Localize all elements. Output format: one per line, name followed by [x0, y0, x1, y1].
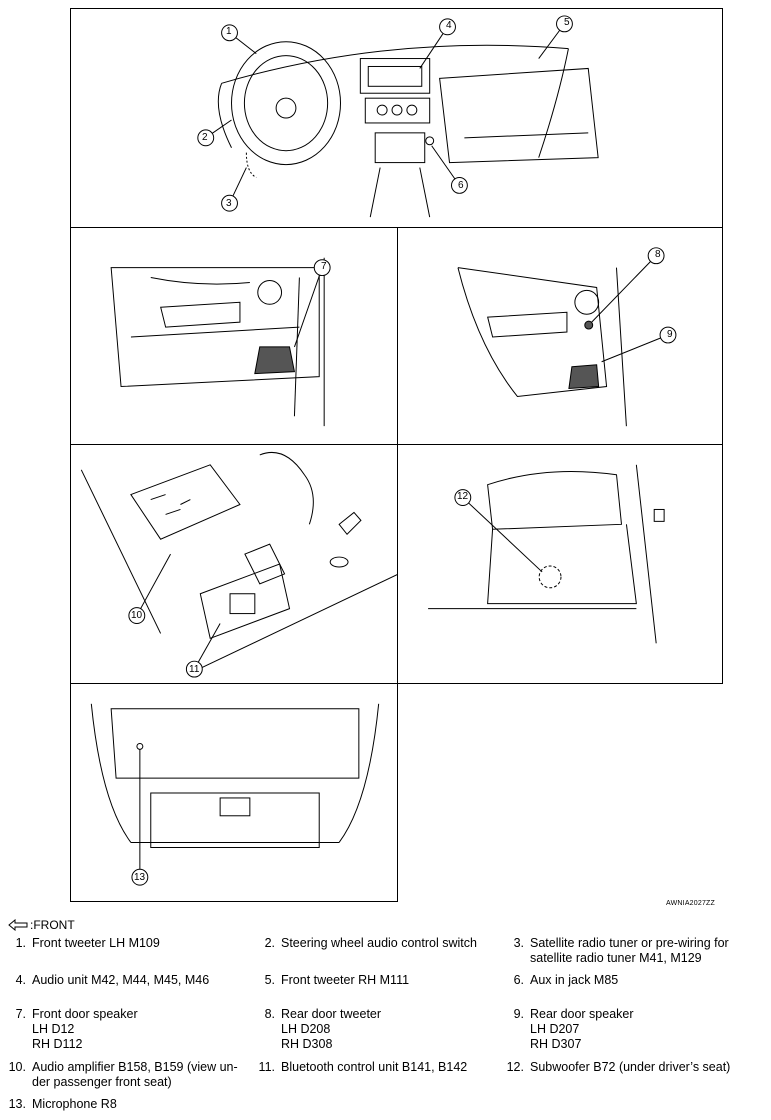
- callout-7: 7: [321, 261, 327, 272]
- dashboard-illustration: 1 2 3 4 5 6: [70, 8, 723, 228]
- legend-text: Satellite radio tuner or pre-wiring for …: [530, 936, 729, 965]
- front-label: :FRONT: [30, 918, 75, 932]
- callout-2: 2: [202, 132, 208, 143]
- legend-text: Audio amplifier B158, B159 (view un- der…: [32, 1060, 238, 1089]
- legend-number: 5.: [264, 973, 275, 987]
- callout-4: 4: [446, 20, 452, 31]
- legend-number: 8.: [264, 1007, 275, 1021]
- legend-text: Microphone R8: [32, 1097, 117, 1111]
- subwoofer-illustration: 12: [397, 444, 723, 684]
- callout-10: 10: [131, 610, 143, 621]
- front-door-illustration: 7: [70, 227, 398, 445]
- legend-text: Bluetooth control unit B141, B142: [281, 1060, 468, 1074]
- legend-text: Aux in jack M85: [530, 973, 619, 987]
- callout-11: 11: [189, 664, 200, 675]
- amplifier-illustration: 10 11: [70, 444, 398, 684]
- callout-12: 12: [457, 491, 469, 502]
- callout-6: 6: [458, 180, 464, 191]
- front-indicator: :FRONT: [8, 918, 75, 932]
- rear-door-illustration: 8 9: [397, 227, 723, 445]
- legend-number: 11.: [258, 1060, 275, 1074]
- legend-number: 6.: [513, 973, 524, 987]
- legend-number: 9.: [513, 1007, 524, 1021]
- legend-number: 12.: [506, 1060, 524, 1074]
- legend-text: Front tweeter RH M111: [281, 973, 410, 987]
- callout-9: 9: [667, 329, 673, 340]
- legend-number: 1.: [15, 936, 26, 950]
- legend-text: Steering wheel audio control switch: [281, 936, 477, 950]
- callout-5: 5: [564, 17, 570, 28]
- microphone-illustration: 13: [70, 683, 398, 902]
- callout-13: 13: [134, 872, 146, 883]
- figure-code: AWNIA2027ZZ: [666, 900, 716, 907]
- legend-text: Rear door speaker LH D207 RH D307: [530, 1007, 634, 1051]
- legend-text: Front door speaker LH D12 RH D112: [32, 1007, 138, 1051]
- legend-text: Audio unit M42, M44, M45, M46: [32, 973, 210, 987]
- legend-text: Front tweeter LH M109: [32, 936, 160, 950]
- legend-number: 2.: [264, 936, 275, 950]
- callout-3: 3: [226, 198, 232, 209]
- legend-number: 4.: [15, 973, 26, 987]
- legend-text: Rear door tweeter LH D208 RH D308: [281, 1007, 382, 1051]
- legend-number: 10.: [8, 1060, 26, 1074]
- legend-number: 13.: [8, 1097, 26, 1111]
- legend-text: Subwoofer B72 (under driver’s seat): [530, 1060, 731, 1074]
- front-arrow-icon: [8, 919, 28, 931]
- legend-number: 7.: [15, 1007, 26, 1021]
- callout-8: 8: [655, 249, 661, 260]
- legend-number: 3.: [513, 936, 524, 950]
- callout-1: 1: [226, 26, 232, 37]
